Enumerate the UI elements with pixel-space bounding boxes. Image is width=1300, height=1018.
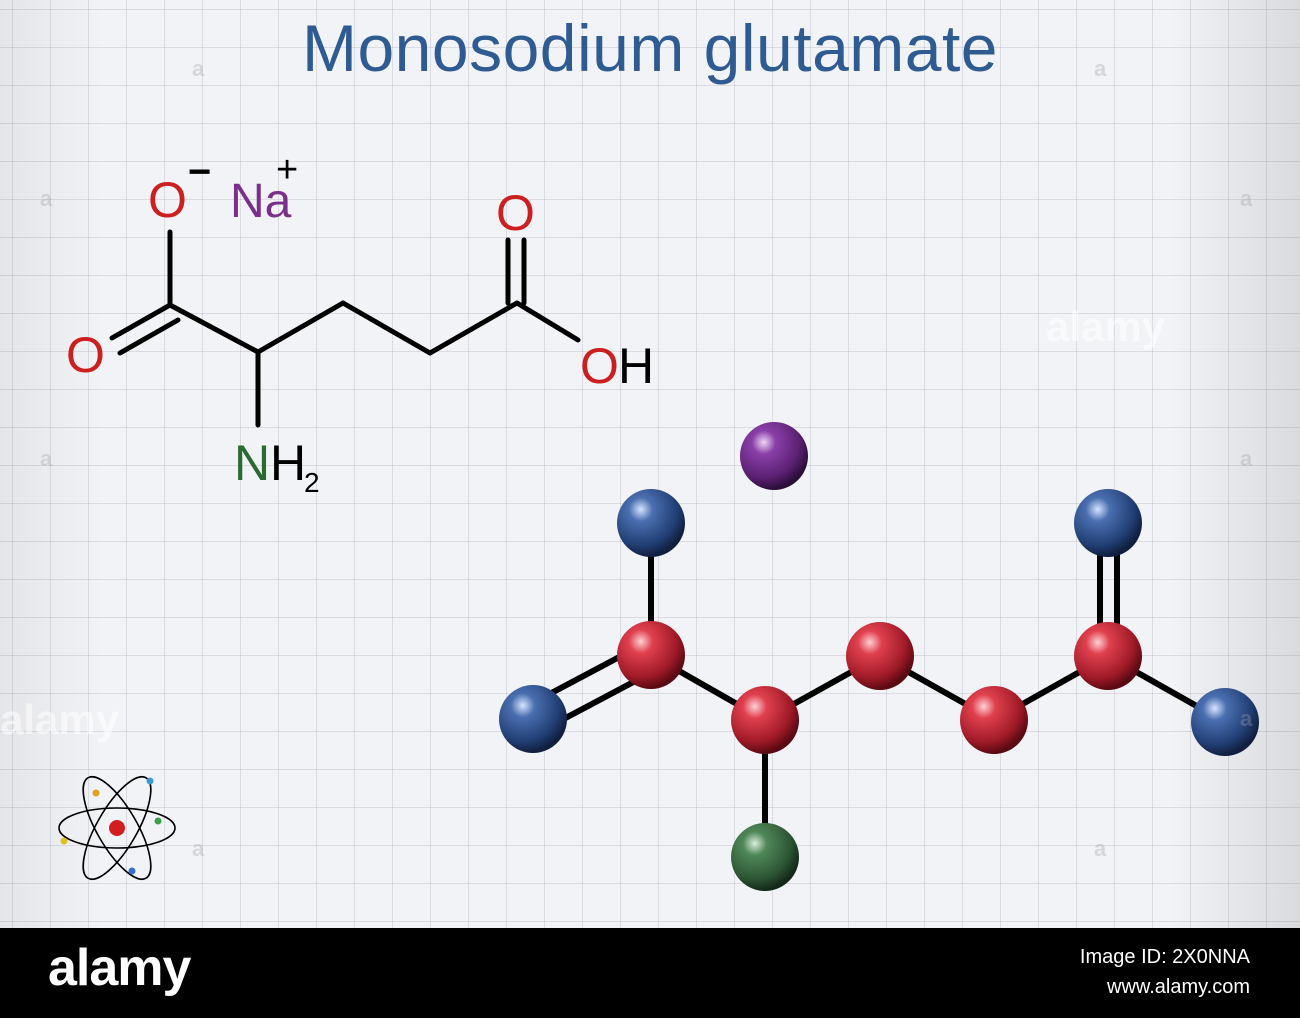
- footer-image-id: Image ID: 2X0NNA: [1079, 946, 1250, 968]
- bond-c4-c5: [427, 300, 520, 356]
- watermark-mark: a: [192, 56, 205, 81]
- atom-carbon-ball: [617, 621, 685, 689]
- watermark-mark: a: [40, 446, 53, 471]
- watermark-side-right: alamy: [1046, 303, 1166, 350]
- atom-label-o-double-right: O: [496, 185, 535, 241]
- watermark-mark: a: [1240, 446, 1253, 471]
- atom-carbon-ball: [846, 622, 914, 690]
- atom-label-h-hydroxyl: H: [618, 338, 654, 394]
- atom-label-n-amino: N: [234, 435, 270, 491]
- watermark-mark: a: [1094, 56, 1107, 81]
- atom-label-h-amino: H: [270, 435, 306, 491]
- atom-label-o-double-left: O: [66, 327, 105, 383]
- atom-sodium-ball: [740, 422, 808, 490]
- watermark-mark: a: [1240, 186, 1253, 211]
- charge-minus: −: [188, 150, 211, 194]
- subscript-2: 2: [304, 467, 320, 498]
- watermark-mark: a: [1094, 836, 1107, 861]
- atom-logo-icon: [58, 775, 176, 881]
- footer-bar: alamy Image ID: 2X0NNA www.alamy.com: [0, 928, 1300, 1018]
- footer-url[interactable]: www.alamy.com: [1107, 976, 1250, 998]
- bond-c1-c2: [167, 302, 261, 355]
- footer-logo[interactable]: alamy: [48, 939, 191, 997]
- atom-oxygen-ball: [1191, 688, 1259, 756]
- atom-oxygen-ball: [617, 489, 685, 557]
- charge-plus: +: [276, 149, 298, 191]
- bond-carboxylate-double-a: [109, 302, 173, 341]
- atom-label-o-minus: O: [148, 172, 187, 228]
- graph-paper-canvas: Monosodium glutamate O − Na + O O O H N …: [0, 0, 1300, 928]
- bond-c3-c4: [340, 300, 433, 356]
- atom-carbon-ball: [960, 686, 1028, 754]
- bond-c2-c3: [255, 300, 346, 355]
- atom-label-o-hydroxyl: O: [580, 338, 619, 394]
- watermark-mark: a: [40, 186, 53, 211]
- atom-oxygen-ball: [499, 685, 567, 753]
- atom-carbon-ball: [731, 686, 799, 754]
- watermark-mark: a: [1240, 706, 1253, 731]
- watermark-side-left: alamy: [0, 696, 120, 743]
- atom-carbon-ball: [1074, 622, 1142, 690]
- ball-and-stick-model: [499, 422, 1259, 891]
- atom-nitrogen-ball: [731, 823, 799, 891]
- bond-carboxylate-double-b: [117, 317, 181, 356]
- watermark-mark: a: [192, 836, 205, 861]
- page-title: Monosodium glutamate: [301, 11, 999, 85]
- atom-oxygen-ball: [1074, 489, 1142, 557]
- bond-c5-oh: [514, 300, 581, 343]
- structural-formula: O − Na + O O O H N H 2: [66, 149, 654, 498]
- atom-label-sodium: Na: [230, 175, 292, 228]
